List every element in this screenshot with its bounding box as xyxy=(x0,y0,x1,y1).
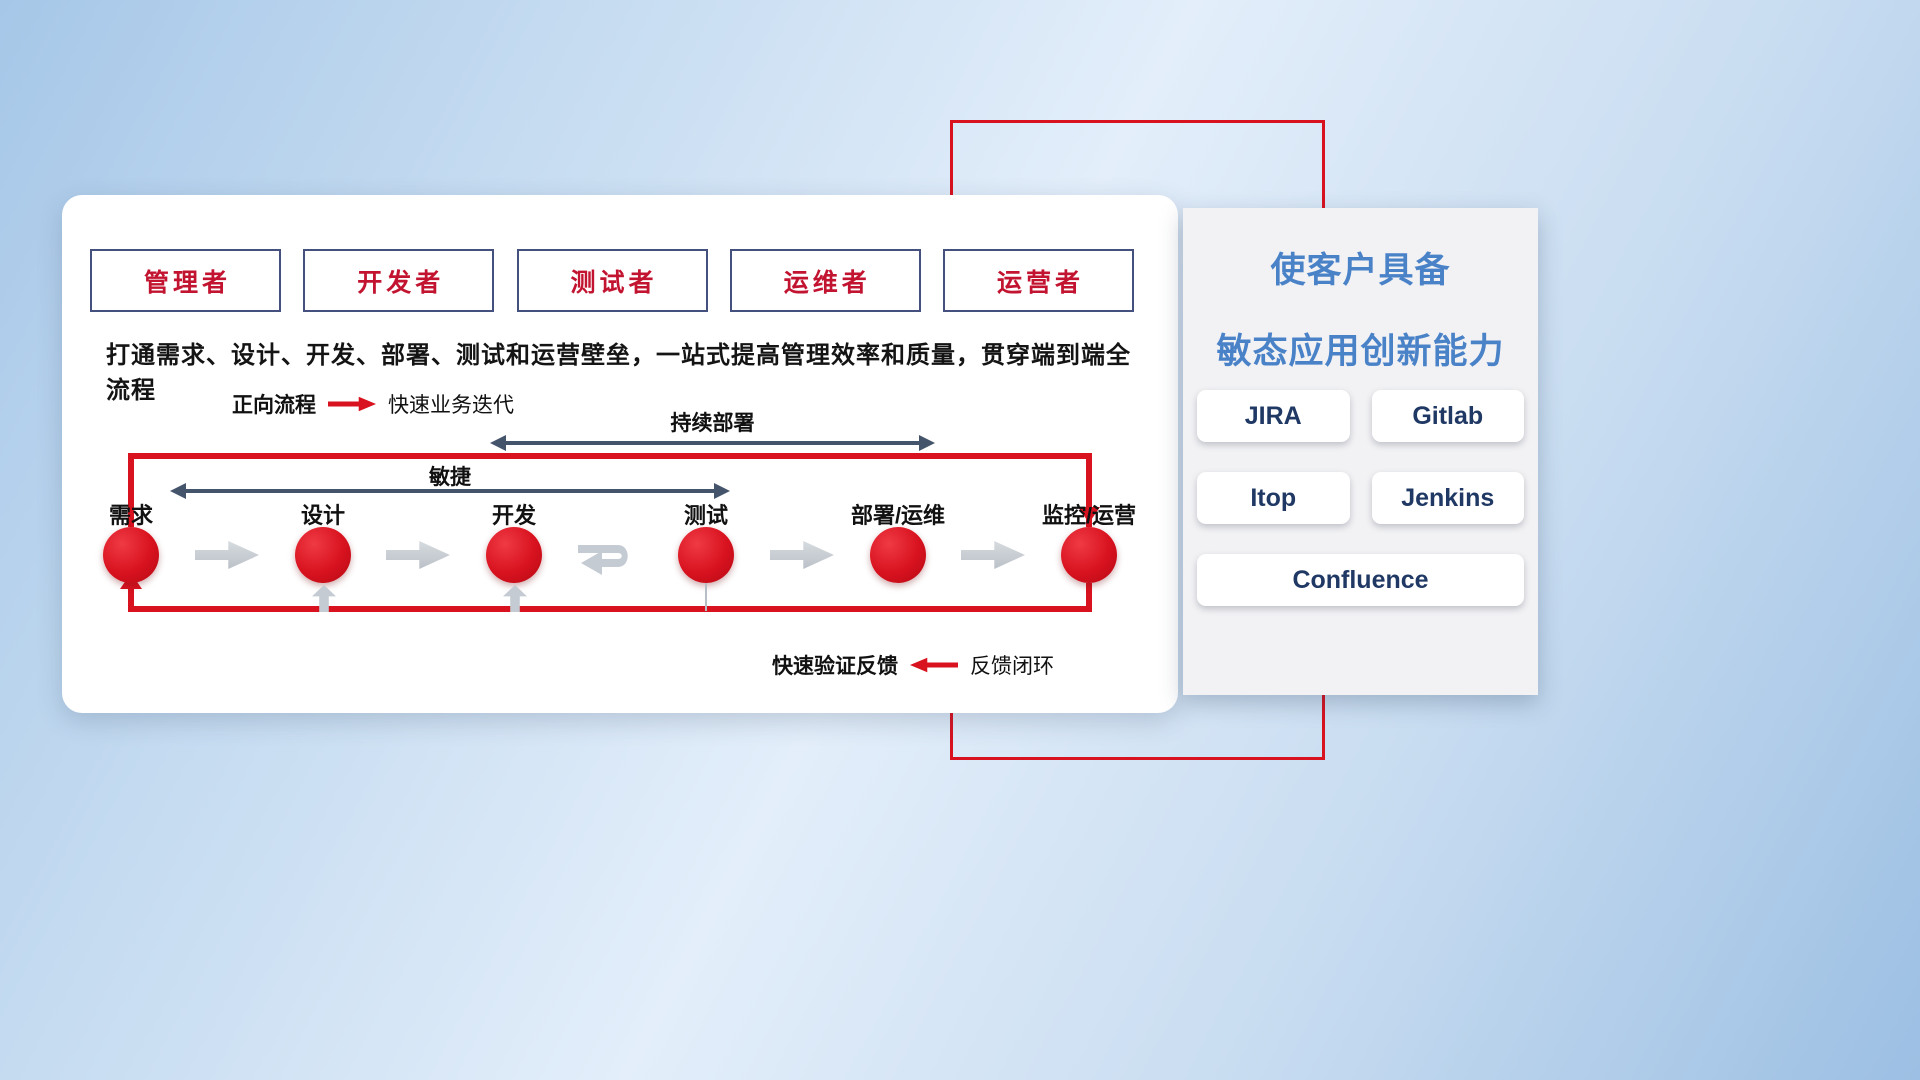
feedback-legend: 快速验证反馈 反馈闭环 xyxy=(772,650,1054,680)
agile-label: 敏捷 xyxy=(429,466,471,489)
feedback-arrow-icon xyxy=(910,657,958,673)
side-panel-title-line2: 敏态应用创新能力 xyxy=(1216,332,1505,371)
node-monitor-operate xyxy=(1061,527,1117,583)
role-box-manager: 管理者 xyxy=(90,249,281,312)
node-testing xyxy=(678,527,734,583)
panel-description: 打通需求、设计、开发、部署、测试和运营壁垒，一站式提高管理效率和质量，贯穿端到端… xyxy=(106,342,1131,404)
stage-label-development: 开发 xyxy=(491,503,536,528)
node-deploy-ops xyxy=(870,527,926,583)
node-requirements xyxy=(103,527,159,583)
forward-legend-label: 正向流程 xyxy=(232,394,316,417)
tool-chip-gitlab: Gitlab xyxy=(1371,390,1524,442)
role-box-operator: 运营者 xyxy=(943,249,1134,312)
node-design xyxy=(295,527,351,583)
iteration-loop-arrow-icon xyxy=(578,545,628,575)
node-development xyxy=(486,527,542,583)
tool-chip-grid: JIRA Gitlab Itop Jenkins Confluence xyxy=(1197,390,1524,606)
forward-loop-line xyxy=(128,453,1092,527)
roles-row: 管理者 开发者 测试者 运维者 运营者 xyxy=(90,249,1134,312)
continuous-deploy-label: 持续部署 xyxy=(670,412,755,435)
side-panel-title-line1: 使客户具备 xyxy=(1270,251,1451,290)
testing-feedback-connector xyxy=(705,583,707,611)
forward-arrow-icon xyxy=(328,396,376,412)
agile-double-arrow-icon xyxy=(170,483,730,499)
flow-arrow-icon xyxy=(195,541,259,569)
tool-chip-confluence: Confluence xyxy=(1197,554,1524,606)
stage-label-monitor-operate: 监控/运营 xyxy=(1041,503,1137,528)
role-box-tester: 测试者 xyxy=(516,249,708,312)
continuous-deploy-double-arrow-icon xyxy=(490,435,935,451)
stage-label-deploy-ops: 部署/运维 xyxy=(850,503,946,528)
role-box-ops: 运维者 xyxy=(729,249,921,312)
forward-legend-text: 快速业务迭代 xyxy=(388,394,514,417)
forward-loop-arrowhead-icon xyxy=(1078,507,1100,523)
feedback-legend-text: 反馈闭环 xyxy=(970,655,1054,678)
tool-chip-jira: JIRA xyxy=(1197,390,1350,442)
flow-arrow-icon xyxy=(386,541,450,569)
flow-arrow-icon xyxy=(961,541,1025,569)
devops-flow-panel: 管理者 开发者 测试者 运维者 运营者 打通需求、设计、开发、部署、测试和运营壁… xyxy=(62,195,1178,713)
feedback-legend-label: 快速验证反馈 xyxy=(772,655,898,678)
stage-label-requirements: 需求 xyxy=(108,503,153,528)
forward-flow-legend: 正向流程 快速业务迭代 xyxy=(232,389,514,419)
role-box-developer: 开发者 xyxy=(303,249,495,312)
flow-arrow-icon xyxy=(770,541,834,569)
capability-side-panel: 使客户具备 敏态应用创新能力 JIRA Gitlab Itop Jenkins … xyxy=(1183,208,1538,695)
tool-chip-jenkins: Jenkins xyxy=(1371,472,1524,524)
tool-chip-itop: Itop xyxy=(1197,472,1350,524)
stage-label-design: 设计 xyxy=(300,503,345,528)
stage-label-testing: 测试 xyxy=(683,503,728,528)
feedback-loop-line xyxy=(128,583,1092,612)
